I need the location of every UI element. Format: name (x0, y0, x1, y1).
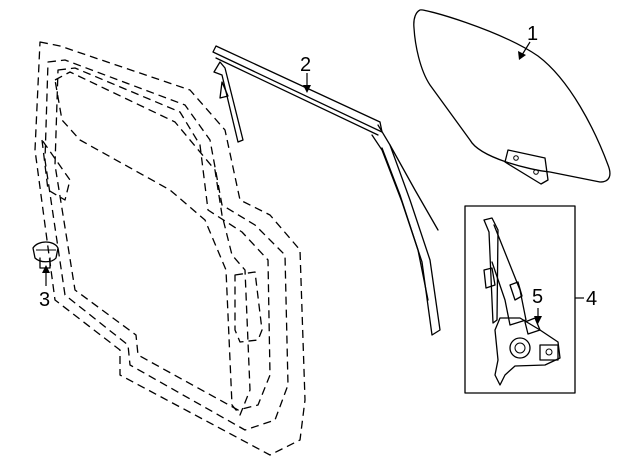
callout-4: 4 (586, 288, 597, 310)
arrowhead-5 (534, 316, 542, 324)
arrowhead-1 (518, 51, 526, 60)
leader-1 (521, 41, 531, 56)
callout-1: 1 (527, 23, 538, 45)
part-3-clip (32, 241, 59, 269)
arrowhead-3 (42, 265, 50, 273)
door-shell (34, 41, 306, 456)
arrowhead-2 (303, 85, 311, 93)
callout-3: 3 (39, 289, 50, 311)
part-2-run-channel (212, 45, 441, 336)
callout-2: 2 (300, 54, 311, 76)
part-1-door-glass (413, 9, 611, 185)
callout-5: 5 (532, 286, 543, 308)
part-4-regulator (483, 217, 561, 386)
part-4-box (464, 205, 576, 394)
